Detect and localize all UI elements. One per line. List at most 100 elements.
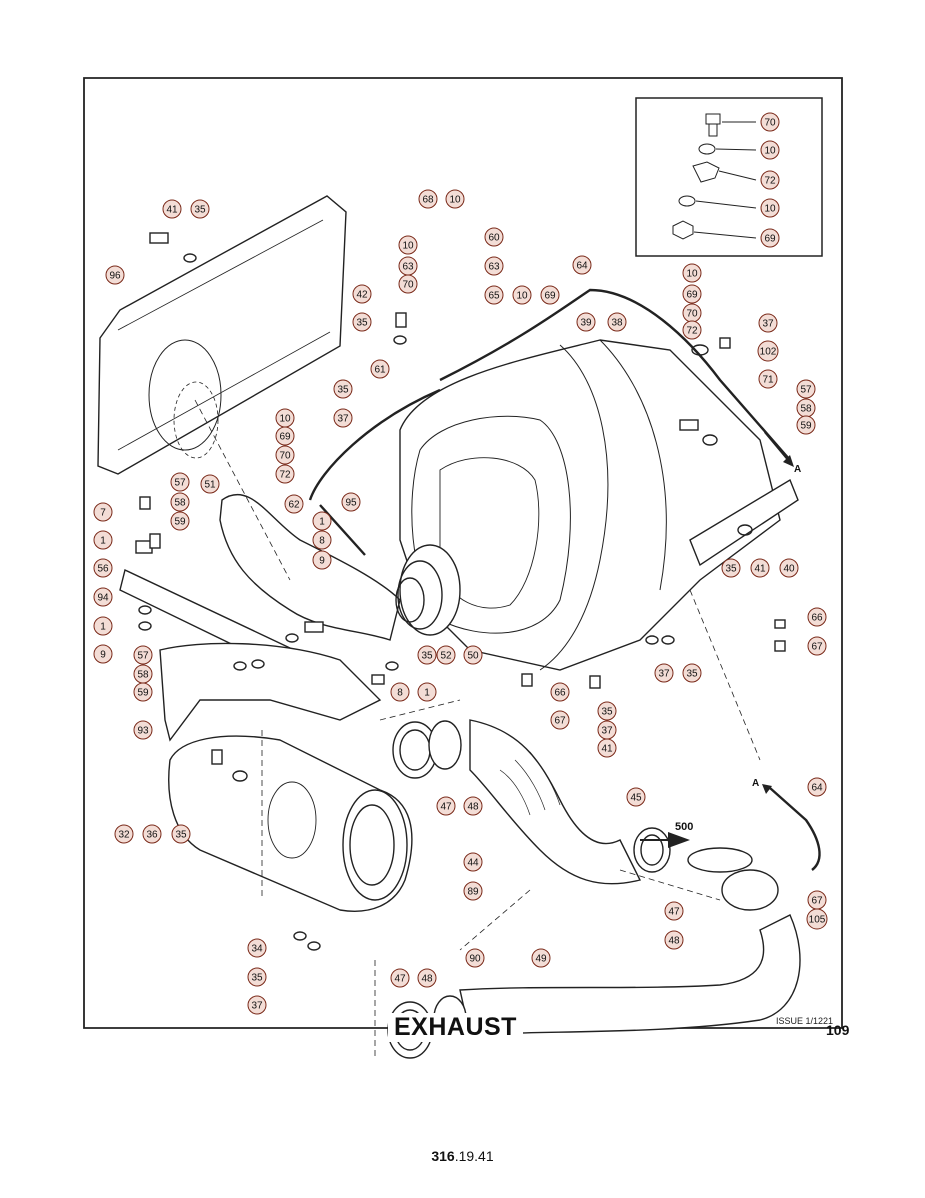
callout-number: 47 (668, 907, 680, 918)
footer-code-rest: .19.41 (454, 1148, 494, 1164)
callout-35-1: 35 (190, 199, 210, 219)
callout-circle (341, 492, 361, 512)
inset-callout-70-0: 70 (760, 112, 780, 132)
callout-circle (807, 777, 827, 797)
callout-number: 59 (800, 421, 812, 432)
callout-32-73: 32 (114, 824, 134, 844)
inset-callout-72-2: 72 (760, 170, 780, 190)
callout-number: 64 (811, 783, 823, 794)
callout-circle (484, 256, 504, 276)
callout-number: 90 (469, 954, 481, 965)
callout-number: 37 (251, 1001, 263, 1012)
callout-number: 72 (764, 176, 776, 187)
callout-circle (463, 881, 483, 901)
callout-circle (170, 511, 190, 531)
callout-52-51: 52 (436, 645, 456, 665)
callout-number: 66 (811, 613, 823, 624)
callout-number: 35 (251, 973, 263, 984)
callout-64-14: 64 (572, 255, 592, 275)
callout-35-12: 35 (352, 312, 372, 332)
parts-line-art (97, 195, 821, 1060)
callout-circle (807, 636, 827, 656)
callout-number: 69 (686, 290, 698, 301)
callout-9-49: 9 (312, 550, 332, 570)
callout-44-78: 44 (463, 852, 483, 872)
callout-57-26: 57 (796, 379, 816, 399)
callout-circle (512, 285, 532, 305)
callout-circle (418, 189, 438, 209)
callout-number: 39 (580, 318, 592, 329)
callout-circle (682, 663, 702, 683)
callout-circle (758, 369, 778, 389)
callout-number: 8 (319, 536, 325, 547)
callout-69-32: 69 (275, 426, 295, 446)
callout-102-24: 102 (757, 340, 779, 362)
callout-48-81: 48 (664, 930, 684, 950)
callout-number: 35 (194, 205, 206, 216)
callout-number: 105 (809, 915, 826, 926)
callout-circle (275, 464, 295, 484)
callout-number: 65 (488, 291, 500, 302)
callout-35-67: 35 (597, 701, 617, 721)
callout-62-35: 62 (284, 494, 304, 514)
callout-circle (333, 408, 353, 428)
callout-number: 48 (467, 802, 479, 813)
callout-number: 37 (601, 726, 613, 737)
callout-number: 44 (467, 858, 479, 869)
callout-circle (721, 558, 741, 578)
callout-number: 59 (137, 688, 149, 699)
callout-10-5: 10 (398, 235, 418, 255)
callout-circle (390, 682, 410, 702)
callout-35-85: 35 (247, 967, 267, 987)
callout-number: 60 (488, 233, 500, 244)
callout-59-40: 59 (170, 511, 190, 531)
callout-90-87: 90 (465, 948, 485, 968)
callout-93-70: 93 (133, 720, 153, 740)
callout-42-11: 42 (352, 284, 372, 304)
callout-circle (682, 320, 702, 340)
callout-number: 68 (422, 195, 434, 206)
callout-circle (796, 379, 816, 399)
callout-circle (398, 274, 418, 294)
callout-number: 72 (279, 470, 291, 481)
callout-number: 52 (440, 651, 452, 662)
callout-circle (682, 263, 702, 283)
callout-71-25: 71 (758, 369, 778, 389)
callout-number: 1 (319, 517, 325, 528)
callout-number: 41 (754, 564, 766, 575)
callout-10-19: 10 (682, 263, 702, 283)
callout-10-31: 10 (275, 408, 295, 428)
callout-number: 47 (394, 974, 406, 985)
callout-circle (370, 359, 390, 379)
callout-number: 57 (137, 651, 149, 662)
callout-circle (247, 995, 267, 1015)
callout-circle (757, 340, 779, 362)
callout-95-36: 95 (341, 492, 361, 512)
callout-number: 58 (800, 404, 812, 415)
outer-frame (83, 77, 843, 1029)
callout-circle (463, 645, 483, 665)
callout-number: 51 (204, 480, 216, 491)
callout-circle (597, 738, 617, 758)
callout-number: 38 (611, 318, 623, 329)
callout-circle (170, 492, 190, 512)
callout-35-29: 35 (333, 379, 353, 399)
callout-48-72: 48 (463, 796, 483, 816)
callout-number: 70 (402, 280, 414, 291)
callout-circle (417, 968, 437, 988)
callout-circle (93, 502, 113, 522)
callout-circle (247, 938, 267, 958)
callout-circle (465, 948, 485, 968)
callout-circle (275, 445, 295, 465)
callout-circle (626, 787, 646, 807)
callout-number: 35 (421, 651, 433, 662)
callout-circle (352, 312, 372, 332)
callout-61-13: 61 (370, 359, 390, 379)
callout-number: 49 (535, 954, 547, 965)
callout-circle (133, 720, 153, 740)
callout-number: 10 (764, 204, 776, 215)
callout-number: 35 (356, 318, 368, 329)
callout-circle (436, 796, 456, 816)
callout-circle (312, 530, 332, 550)
